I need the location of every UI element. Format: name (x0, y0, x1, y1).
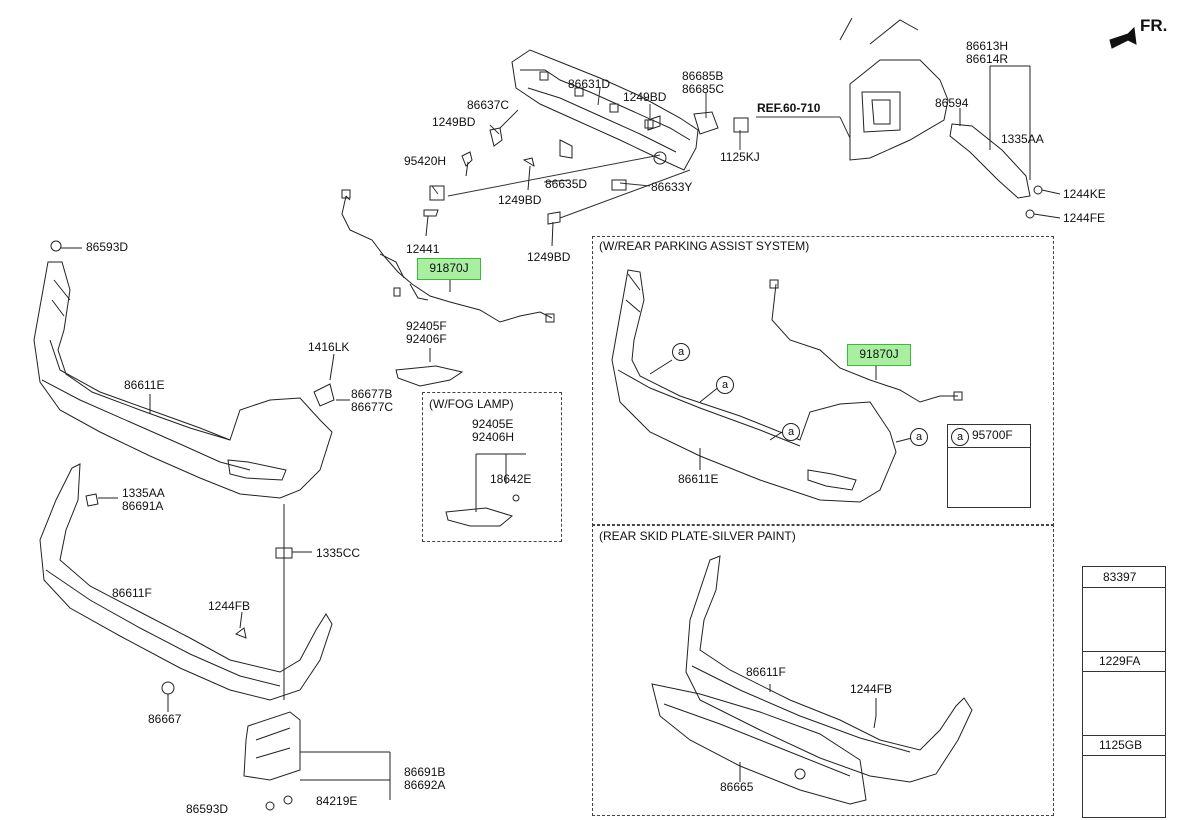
reflector-92405F (395, 348, 464, 387)
part-label[interactable]: 1244FE (1063, 211, 1106, 225)
part-label[interactable]: 1249BD (623, 90, 667, 104)
part-label-line: 86692A (404, 778, 446, 792)
fog-lamp-reflector (445, 453, 526, 527)
part-label-line: 92405F (406, 319, 447, 333)
part-label[interactable]: 86685B 86685C (682, 70, 724, 96)
part-label[interactable]: 86611E (124, 378, 165, 392)
tail-lamp-body-panel (839, 17, 949, 161)
parts-table-code: 1229FA (1099, 654, 1141, 668)
part-label[interactable]: 86667 (148, 712, 182, 726)
part-label[interactable]: 18642E (490, 472, 532, 486)
parking-assist-bumper (611, 269, 963, 503)
skid-plate-inset-title: (REAR SKID PLATE-SILVER PAINT) (599, 529, 796, 543)
parts-table-code: 83397 (1103, 570, 1137, 584)
part-label[interactable]: 1244KE (1063, 187, 1106, 201)
fog-lamp-inset: (W/FOG LAMP) (422, 392, 562, 542)
wiring-harness-91870J (341, 189, 555, 323)
callout-a: a (910, 428, 928, 446)
part-label[interactable]: 84219E (316, 794, 358, 808)
top-leader-lines (431, 87, 851, 219)
part-label[interactable]: 1335AA 86691A (122, 487, 165, 513)
part-label[interactable]: 86691B 86692A (404, 766, 445, 792)
parts-table-code: 1125GB (1099, 738, 1143, 752)
part-label[interactable]: 86677B 86677C (351, 388, 393, 414)
part-label[interactable]: 1125KJ (720, 150, 760, 164)
part-label[interactable]: 12441 (406, 242, 440, 256)
part-label-line: 86691B (404, 765, 446, 779)
part-label[interactable]: 92405F 92406F (406, 320, 447, 346)
part-label[interactable]: 86593D (186, 802, 229, 816)
lower-bracket-86691B (243, 711, 391, 811)
callout-a: a (782, 423, 800, 441)
part-label-line: 92405E (472, 417, 514, 431)
part-label[interactable]: 86665 (720, 780, 754, 794)
parts-table: 83397 1229FA 1125GB (1082, 566, 1166, 818)
skid-plate-inset: (REAR SKID PLATE-SILVER PAINT) (592, 524, 1054, 816)
part-label-line: 86613H (966, 39, 1009, 53)
part-label[interactable]: 1416LK (308, 340, 350, 354)
part-label-line: 86685B (682, 69, 724, 83)
part-label[interactable]: 86635D (545, 177, 588, 191)
part-label[interactable]: 86611E (678, 472, 719, 486)
part-label-line: 1335AA (122, 486, 165, 500)
part-label-line: 86691A (122, 499, 164, 513)
part-label[interactable]: 1335CC (316, 546, 361, 560)
part-label-line: 86677B (351, 387, 393, 401)
part-label[interactable]: 95420H (404, 154, 447, 168)
front-label: FR. (1140, 16, 1168, 35)
parking-assist-inset: (W/REAR PARKING ASSIST SYSTEM) (592, 236, 1054, 526)
part-91870J-highlight[interactable]: 91870J (417, 258, 481, 280)
part-label[interactable]: 1249BD (432, 115, 476, 129)
side-bracket-86613H (949, 65, 1061, 219)
part-91870J-highlight[interactable]: 91870J (847, 344, 911, 366)
part-label-line: 92406H (472, 430, 515, 444)
part-label-line: 86677C (351, 400, 394, 414)
skid-plate-fascia (651, 555, 973, 805)
callout-a: a (716, 376, 734, 394)
part-label[interactable]: 86637C (467, 98, 510, 112)
clip-1416LK (313, 353, 350, 407)
part-label[interactable]: 1249BD (498, 193, 542, 207)
part-label[interactable]: 1335AA (1001, 132, 1044, 146)
part-label[interactable]: 1244FB (850, 682, 893, 696)
part-label-line: 86685C (682, 82, 725, 96)
top-fasteners (423, 111, 749, 247)
bumper-beam-86631D (511, 49, 699, 171)
part-label[interactable]: 1249BD (527, 250, 571, 264)
part-label[interactable]: 86631D (568, 77, 611, 91)
part-label[interactable]: 1244FB (208, 599, 251, 613)
callout-a: a (672, 343, 690, 361)
parking-assist-inset-title: (W/REAR PARKING ASSIST SYSTEM) (599, 239, 810, 253)
part-label[interactable]: 86593D (86, 240, 129, 254)
fog-lamp-inset-title: (W/FOG LAMP) (429, 397, 514, 411)
callout-a: a (951, 428, 969, 446)
part-label-line: 86614R (966, 52, 1009, 66)
part-label[interactable]: 86611F (746, 665, 786, 679)
bumper-cover-86611E (33, 240, 333, 499)
part-label[interactable]: 92405E 92406H (472, 418, 514, 444)
part-label-line: 92406F (406, 332, 447, 346)
part-label[interactable]: 86611F (112, 586, 152, 600)
front-direction-arrow-icon (1109, 26, 1137, 49)
ref-label[interactable]: REF.60-710 (757, 101, 821, 115)
lower-fascia-86611F (39, 463, 333, 712)
part-label[interactable]: 86633Y (651, 180, 693, 194)
part-label[interactable]: 86594 (935, 96, 969, 110)
part-label[interactable]: 95700F (972, 428, 1013, 442)
part-label[interactable]: 86613H 86614R (966, 40, 1008, 66)
